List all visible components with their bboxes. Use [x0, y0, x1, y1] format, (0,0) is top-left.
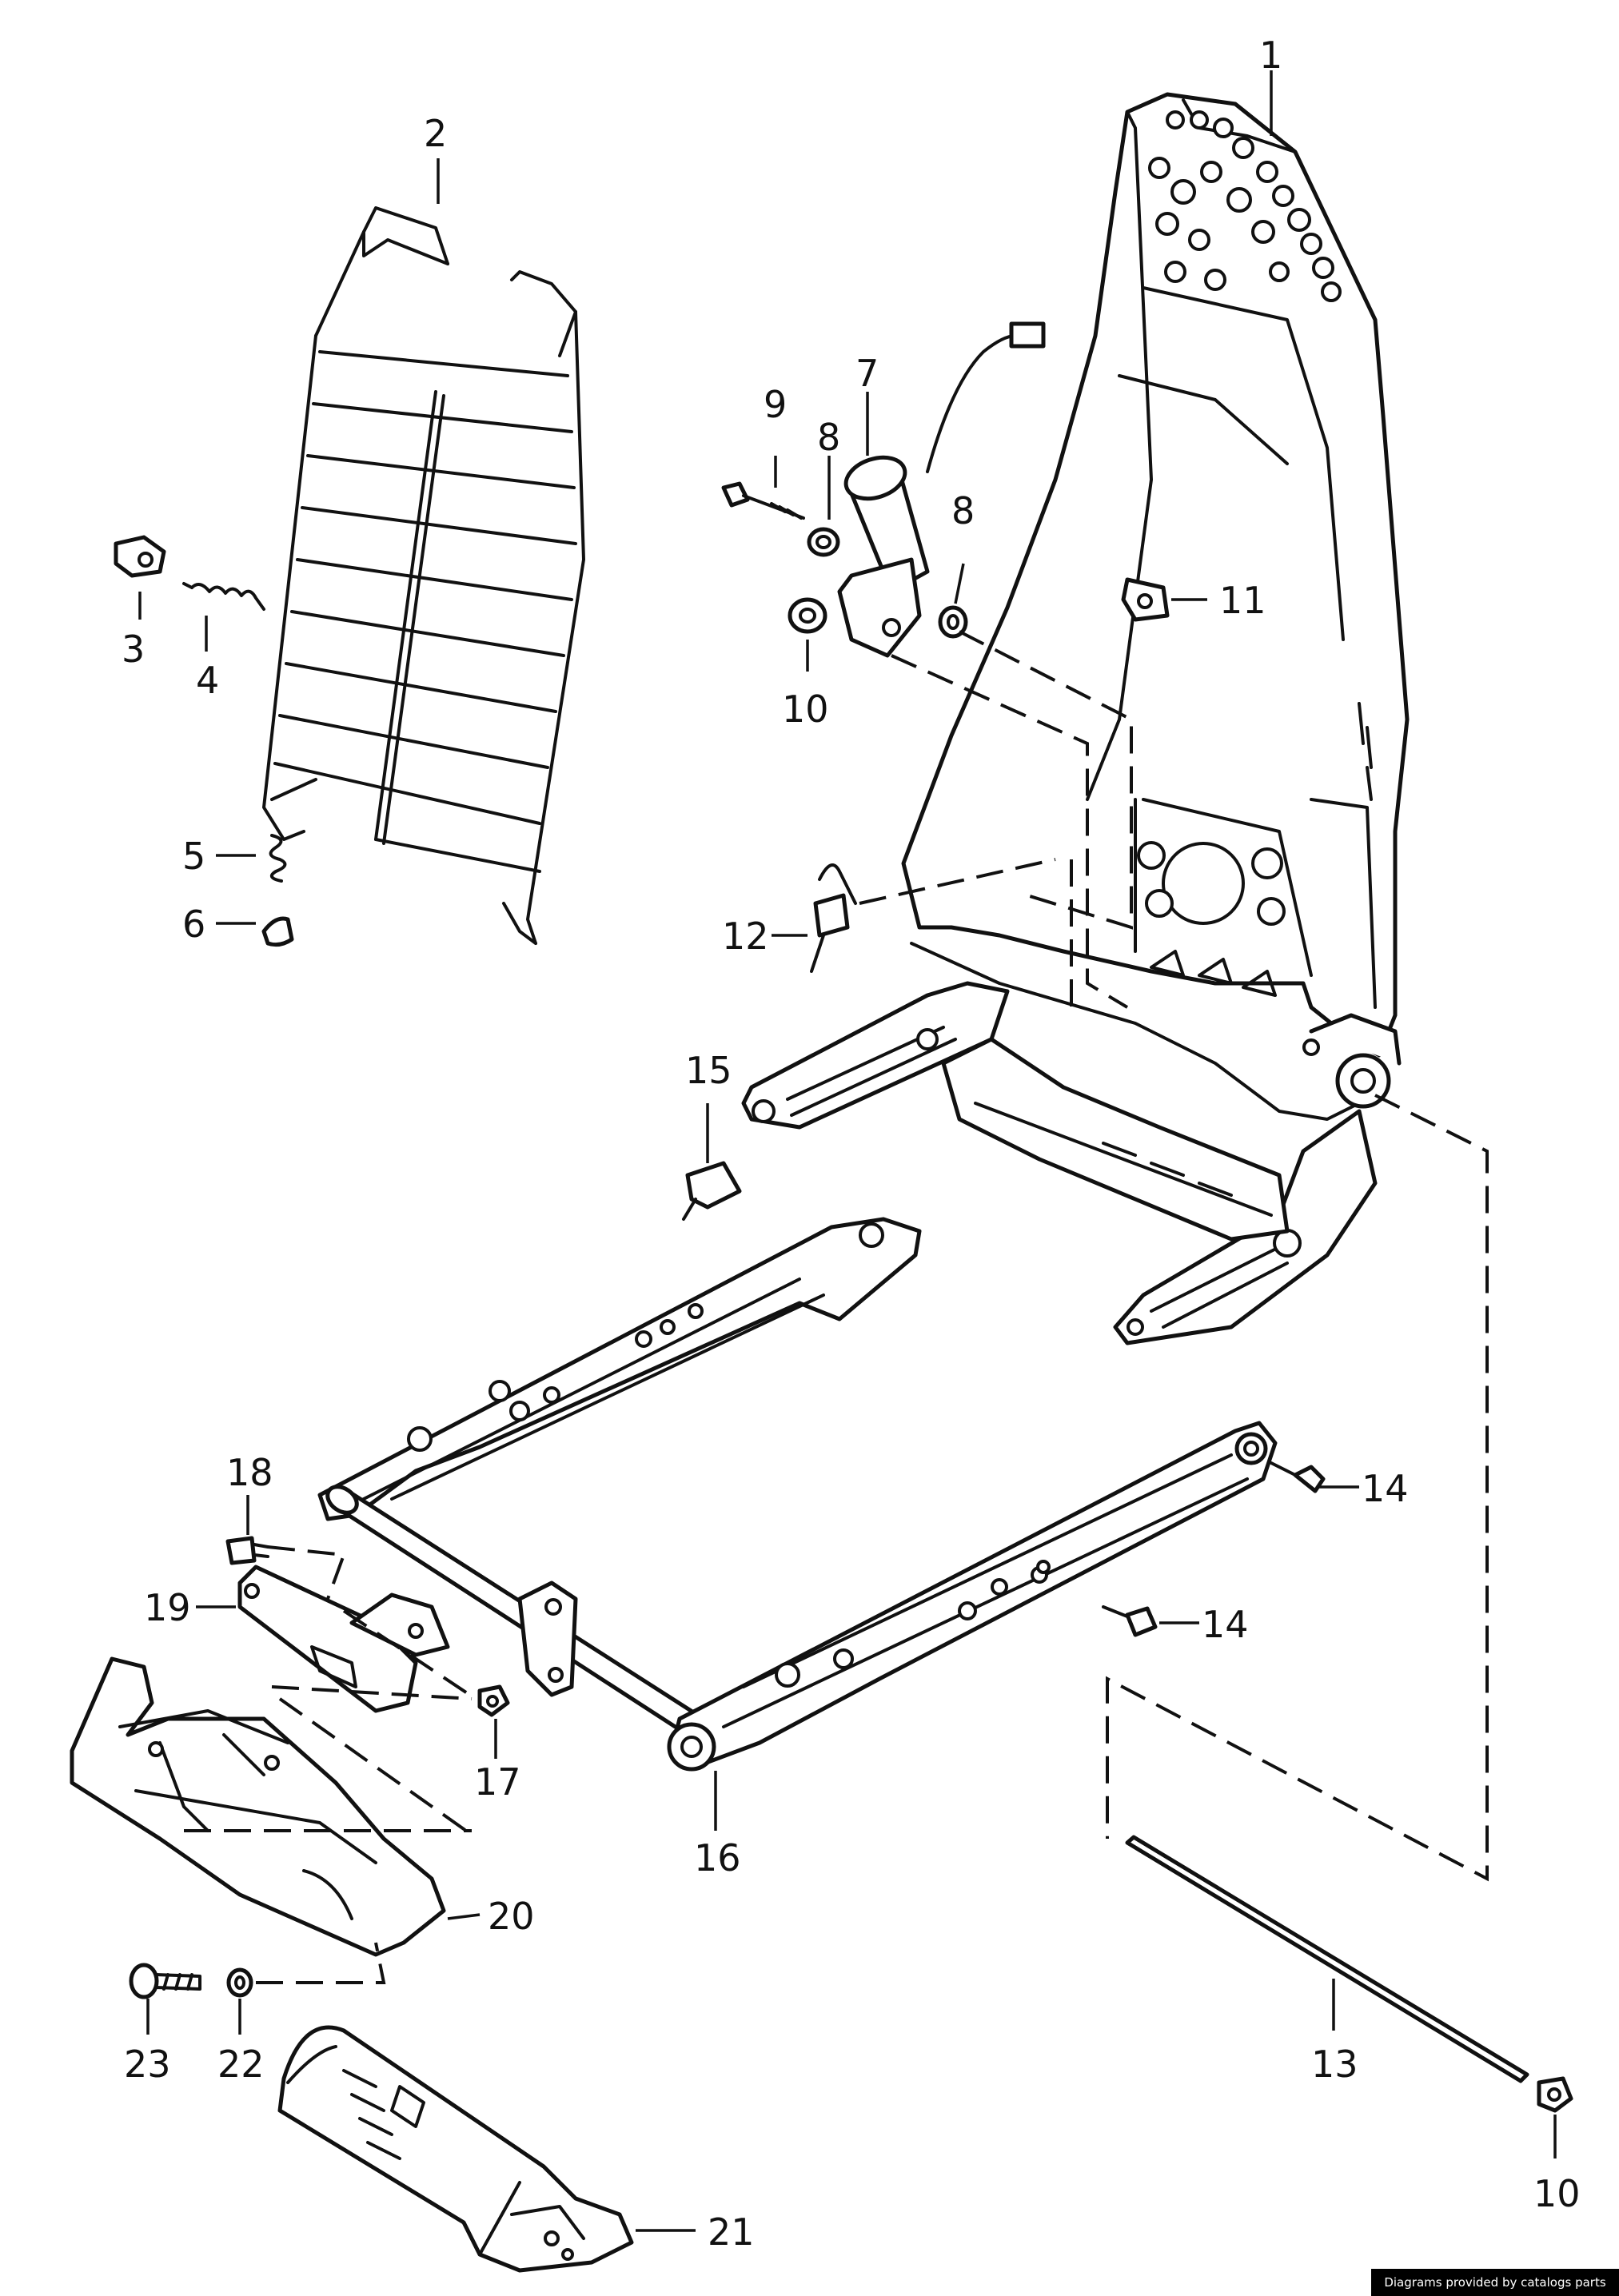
- part-17-nut: [477, 1684, 510, 1717]
- callout-13: 13: [1311, 2043, 1358, 2086]
- callout-10-lower: 10: [1533, 2172, 1581, 2215]
- part-8-washer-left: [807, 527, 840, 557]
- callout-7: 7: [855, 352, 879, 395]
- callout-3: 3: [122, 628, 145, 671]
- callout-14-upper: 14: [1362, 1467, 1409, 1510]
- callout-1: 1: [1259, 34, 1282, 77]
- part-23-bolt: [129, 1963, 201, 1999]
- part-8-washer-right: [938, 605, 968, 639]
- part-7-motor: [837, 321, 1046, 658]
- part-10-nut-upper: [788, 597, 827, 634]
- part-16-seat-frame: [317, 1217, 1278, 1772]
- part-20-cover: [70, 1656, 446, 1957]
- callout-22: 22: [217, 2043, 265, 2086]
- part-5-spring: [269, 834, 287, 883]
- callout-5: 5: [182, 835, 205, 878]
- part-13-rod: [1125, 1835, 1529, 2083]
- part-15-clip: [682, 1161, 742, 1221]
- callout-6: 6: [182, 903, 205, 946]
- part-12-sensor: [810, 863, 857, 973]
- part-14-screw-upper: [1270, 1461, 1326, 1493]
- callout-23: 23: [124, 2043, 171, 2086]
- diagram-credit-label: Diagrams provided by catalogs parts: [1371, 2269, 1619, 2296]
- part-19-bracket: [237, 1565, 450, 1713]
- assembly-dashed-lines: [184, 630, 1489, 1984]
- callout-9: 9: [764, 383, 787, 426]
- callout-8-right: 8: [951, 489, 975, 532]
- callout-15: 15: [685, 1049, 732, 1092]
- callout-16: 16: [694, 1836, 741, 1879]
- callout-14-lower: 14: [1202, 1603, 1249, 1646]
- callout-12: 12: [722, 915, 769, 958]
- part-18-screw: [225, 1536, 269, 1565]
- callout-leaders: [138, 70, 1557, 2232]
- callout-17: 17: [474, 1760, 521, 1804]
- callout-11: 11: [1219, 579, 1266, 622]
- callout-labels: 1 2 3 4 5 6 7 8 9 8 10 11 12 15 14 14 16…: [122, 34, 1581, 2254]
- part-3-clip: [114, 535, 166, 578]
- part-14-screw-lower: [1102, 1605, 1158, 1637]
- part-9-bolt: [721, 481, 805, 520]
- callout-18: 18: [226, 1451, 273, 1494]
- callout-4: 4: [196, 659, 219, 702]
- part-6-grommet: [261, 916, 294, 947]
- callout-8-left: 8: [817, 416, 840, 459]
- callout-19: 19: [144, 1586, 191, 1629]
- part-22-washer: [226, 1967, 253, 1998]
- part-11-clip: [1121, 577, 1170, 622]
- part-4-spring: [182, 582, 265, 611]
- callout-10-upper: 10: [782, 688, 829, 731]
- part-1-backrest-frame: [741, 92, 1410, 1345]
- part-2-wire-mat: [262, 206, 585, 945]
- callout-21: 21: [708, 2210, 755, 2254]
- part-21-tube: [277, 2025, 634, 2273]
- callout-20: 20: [488, 1895, 535, 1938]
- part-10-nut-lower: [1537, 2076, 1573, 2113]
- callout-2: 2: [424, 112, 447, 155]
